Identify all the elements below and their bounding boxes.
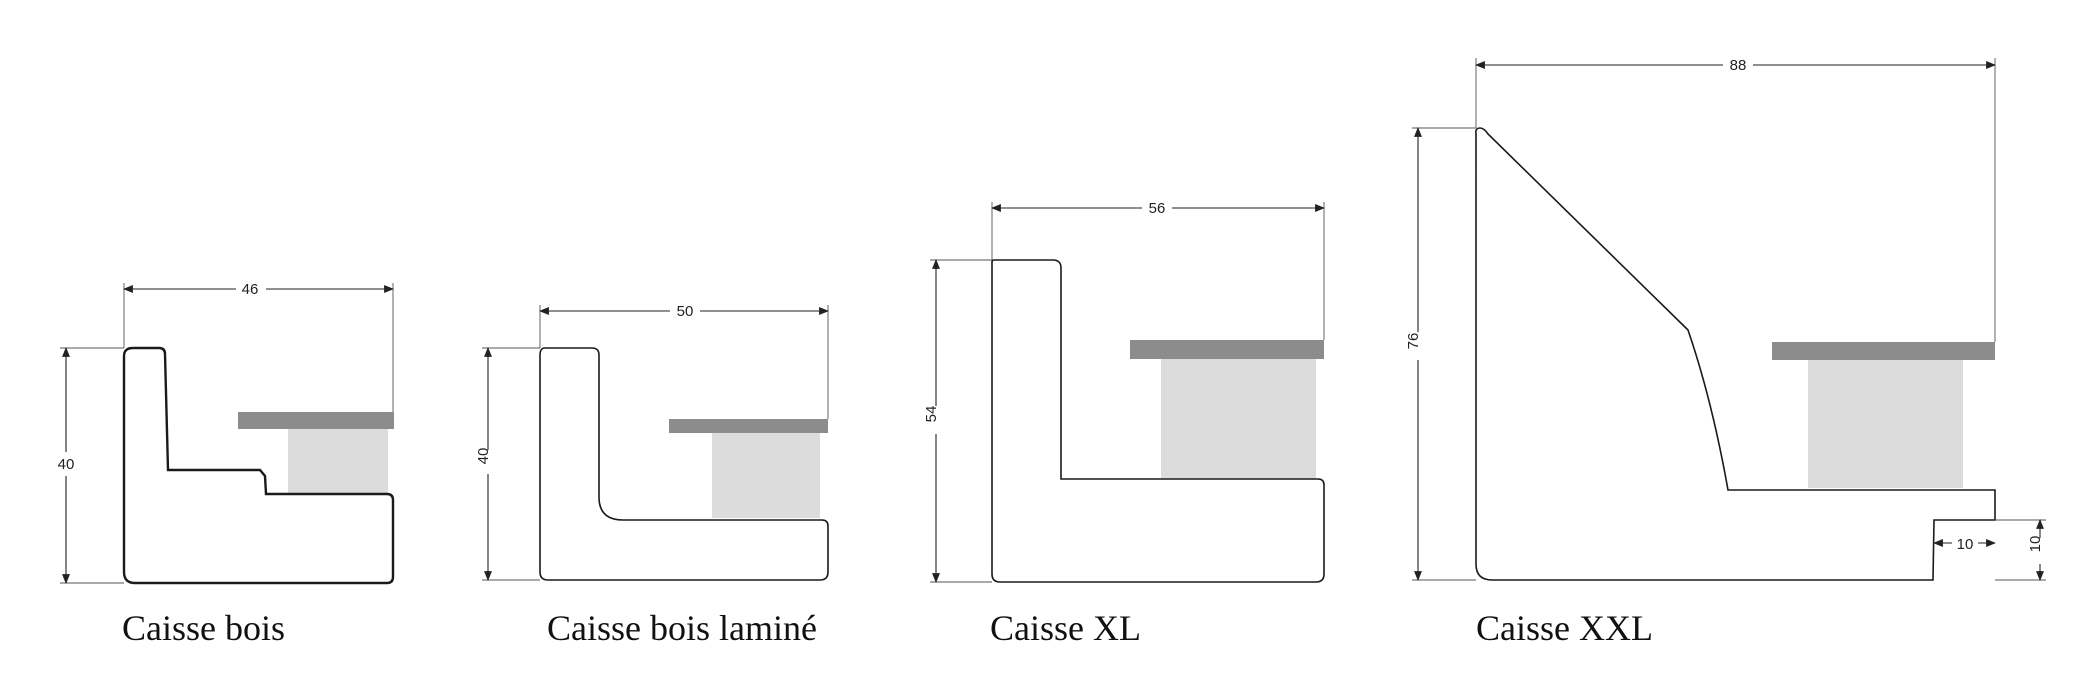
caisse-bois-lamine-width-label: 50 (677, 303, 694, 320)
profile-caisse-xl: 56 54 Caisse XL (923, 198, 1325, 648)
caisse-xxl-caption: Caisse XXL (1476, 608, 1653, 648)
caisse-xxl-top-plate (1772, 342, 1995, 360)
caisse-xxl-box (1808, 360, 1963, 488)
caisse-bois-outline (122, 346, 395, 585)
profile-caisse-bois: 46 40 Caisse bois (55, 279, 395, 648)
caisse-xl-width-label: 56 (1149, 200, 1166, 217)
caisse-xxl-height-label: 76 (1405, 333, 1422, 350)
caisse-bois-width-label: 46 (242, 281, 259, 298)
caisse-xxl-width-label: 88 (1730, 57, 1747, 74)
caisse-bois-lamine-top-plate (669, 419, 828, 433)
caisse-xxl-outline (1475, 127, 1996, 581)
caisse-bois-top-plate (238, 412, 394, 429)
caisse-xxl-step-height-label: 10 (2027, 536, 2044, 553)
caisse-bois-height-label: 40 (58, 456, 75, 473)
caisse-xl-height-label: 54 (923, 406, 940, 423)
caisse-xl-caption: Caisse XL (990, 608, 1141, 648)
caisse-xl-box (1161, 359, 1316, 479)
caisse-xxl-step-width-label: 10 (1957, 536, 1974, 553)
profile-caisse-bois-lamine: 50 40 Caisse bois laminé (475, 301, 829, 648)
caisse-xl-outline (991, 259, 1325, 583)
caisse-xl-top-plate (1130, 340, 1324, 359)
caisse-bois-lamine-outline (539, 347, 829, 581)
caisse-bois-caption: Caisse bois (122, 608, 285, 648)
caisse-bois-lamine-height-label: 40 (475, 448, 492, 465)
caisse-bois-lamine-box (712, 433, 820, 518)
caisse-bois-lamine-caption: Caisse bois laminé (547, 608, 817, 648)
profile-caisse-xxl: 88 76 10 10 Caisse XXL (1405, 55, 2050, 648)
caisse-bois-box (288, 429, 388, 495)
